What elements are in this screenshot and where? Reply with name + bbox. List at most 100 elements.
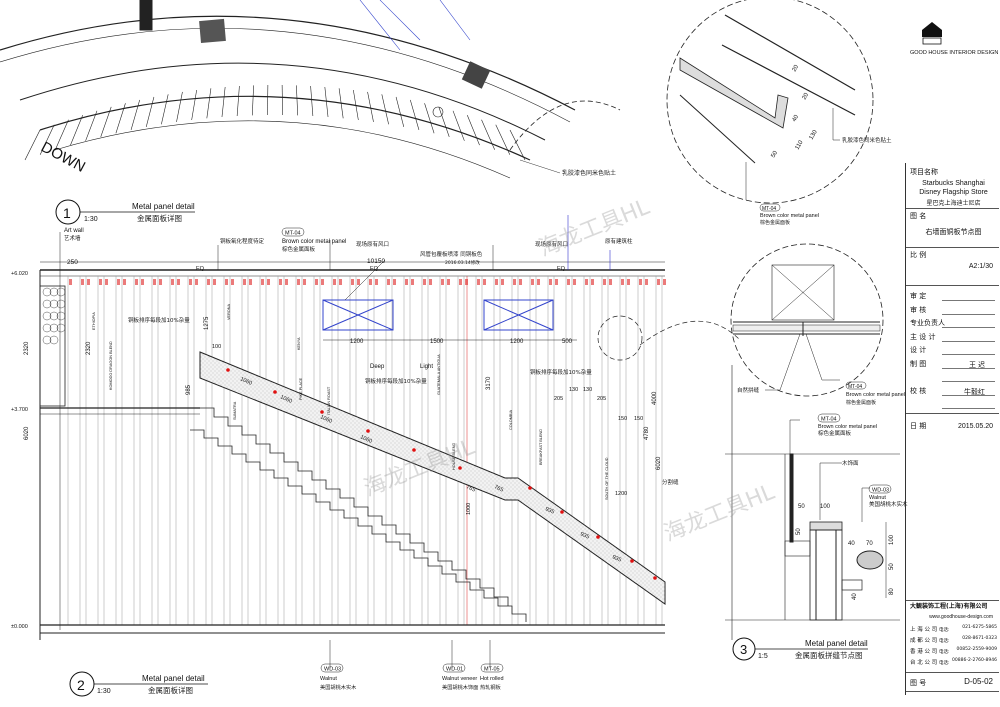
detail-circle-mid <box>730 243 884 397</box>
office-tel-label: 电话: <box>939 650 950 655</box>
svg-text:130: 130 <box>583 387 592 393</box>
svg-text:金属面板详图: 金属面板详图 <box>148 685 193 695</box>
sheet-number: D-05-02 <box>964 677 993 686</box>
role-label: 制 图 <box>910 359 927 368</box>
stair-dimension: 935 <box>544 506 555 515</box>
vent-note-1: 现场原有风口 <box>356 240 389 248</box>
office-tel-label: 电话: <box>939 639 950 644</box>
stair-dimension: 1060 <box>359 434 373 444</box>
coffee-label: ITALIAN ROAST <box>327 386 331 415</box>
detail3-tag2: WD-03 <box>872 488 889 494</box>
role-label: 主 设 计 <box>910 332 936 341</box>
detail3-dim: 50 <box>889 563 895 570</box>
svg-text:美国胡桃木饰面: 美国胡桃木饰面 <box>442 683 478 691</box>
coffee-label: HOUSE BLEND <box>452 443 456 470</box>
right-dim: 4780 <box>644 426 650 440</box>
role-label: 审 核 <box>910 305 927 314</box>
office-row: 上 海 公 司 电话: 021-6275-5865 <box>910 625 997 633</box>
deep-label: Deep <box>370 364 385 370</box>
seam-note: 分割缝 <box>662 478 679 486</box>
detail-3-section <box>725 365 900 640</box>
fixing-point <box>596 535 600 539</box>
detail-2-title: 2 1:30 Metal panel detail 金属面板详图 <box>69 671 208 697</box>
detail-dim: 20 <box>802 92 811 101</box>
drawing-label: 图 名 <box>910 212 927 220</box>
coffee-label: KENYA <box>297 337 301 350</box>
office-tel: 028-8671-0323 <box>962 636 997 641</box>
coffee-label: KOMODO DRAGON BLEND <box>109 341 113 390</box>
scale-value: A2:1/30 <box>968 263 993 270</box>
project-label: 项目名称 <box>910 168 938 176</box>
office-tel: 00852-2559-9009 <box>956 647 997 652</box>
detail3-en2: Walnut <box>869 495 886 501</box>
left-dim: 1275 <box>204 316 210 330</box>
svg-text:2: 2 <box>77 677 85 693</box>
fixing-point <box>366 429 370 433</box>
svg-text:金属面板详图: 金属面板详图 <box>137 213 182 223</box>
column-note: 原有建筑柱 <box>605 237 633 245</box>
role-value: 王 迟 <box>969 361 985 369</box>
coffee-label: GUATEMALA ANTIGUA <box>437 354 441 395</box>
detail-top-cn: 棕色金属面板 <box>760 219 790 226</box>
vent-dim: 1200 <box>350 339 364 345</box>
vent-note-2: 现场原有风口 <box>535 240 568 248</box>
drawing-name: 右墙面铜板节点图 <box>925 228 982 236</box>
scale-label: 比 例 <box>910 251 927 259</box>
stair-dimension: 1060 <box>319 414 333 424</box>
svg-text:Walnut veneer: Walnut veneer <box>442 676 477 682</box>
project-name-cn: 星巴克上海迪士尼店 <box>926 200 981 207</box>
svg-text:MT-04: MT-04 <box>285 231 301 237</box>
svg-text:金属面板拼缝节点图: 金属面板拼缝节点图 <box>795 650 863 660</box>
eq-label: EQ <box>196 266 205 272</box>
svg-text:205: 205 <box>554 396 563 402</box>
detail-mid-en: Brown color metal panel <box>846 392 905 398</box>
fixing-point <box>528 486 532 490</box>
detail-dim: 110 <box>795 139 805 151</box>
right-dim: 6020 <box>656 456 662 470</box>
coffee-label: SOUTH OF THE CLOUD <box>605 457 609 500</box>
gradient-note: 铜板排序每段加10%杂量 <box>365 377 427 385</box>
light-label: Light <box>420 364 433 370</box>
stair-dimension: 1000 <box>466 503 472 515</box>
office-row: 成 都 公 司 电话:028-8671-0323 <box>910 636 997 644</box>
detail-dim: 40 <box>792 114 801 123</box>
svg-text:Metal panel detail: Metal panel detail <box>142 674 205 683</box>
office-tel: 021-6275-5865 <box>962 625 997 630</box>
detail3-dim: 50 <box>798 504 805 510</box>
office-tel-label: 电话: <box>939 628 950 633</box>
svg-text:MT-05: MT-05 <box>484 667 500 673</box>
fixing-point <box>653 576 657 580</box>
svg-text:1: 1 <box>63 205 71 221</box>
level-mark: ±0.000 <box>11 624 28 630</box>
left-dim: 2320 <box>86 341 92 355</box>
office-name: 上 海 公 司 <box>910 627 939 633</box>
svg-text:热轧钢板: 热轧钢板 <box>480 683 502 691</box>
vent-boxes <box>322 299 554 331</box>
detail3-tag1: MT-04 <box>821 417 837 423</box>
duct-note-date: 2016.03.14修改 <box>445 259 480 266</box>
detail-mid-cn: 棕色金属面板 <box>846 399 876 406</box>
svg-text:130: 130 <box>569 387 578 393</box>
svg-text:1:30: 1:30 <box>84 216 98 223</box>
svg-text:Hot rolled: Hot rolled <box>480 676 504 682</box>
office-row: 台 北 公 司 电话:00886-2-2760-8946 <box>910 658 997 666</box>
role-value: 牛毅红 <box>964 388 985 396</box>
stair-dimension: 765 <box>465 484 476 493</box>
svg-text:WD-03: WD-03 <box>324 667 341 673</box>
detail-3-title: 3 1:5 Metal panel detail 金属面板拼缝节点图 <box>732 637 868 661</box>
dim-250: 250 <box>67 259 78 266</box>
svg-text:Brown color metal panel: Brown color metal panel <box>282 239 346 245</box>
detail-top-en: Brown color metal panel <box>760 213 819 219</box>
coffee-label: PIKE PLACE <box>299 377 303 400</box>
stair-dimension: 765 <box>493 484 504 493</box>
svg-text:美国胡桃木实木: 美国胡桃木实木 <box>320 683 357 691</box>
detail3-dim: 40 <box>852 593 858 600</box>
detail-dim: 20 <box>792 64 801 73</box>
left-dim: 985 <box>186 384 192 395</box>
office-row: 香 港 公 司 电话:00852-2559-9009 <box>910 647 997 655</box>
coffee-label: ETHIOPIA <box>92 312 96 330</box>
svg-text:Metal panel detail: Metal panel detail <box>805 639 868 648</box>
